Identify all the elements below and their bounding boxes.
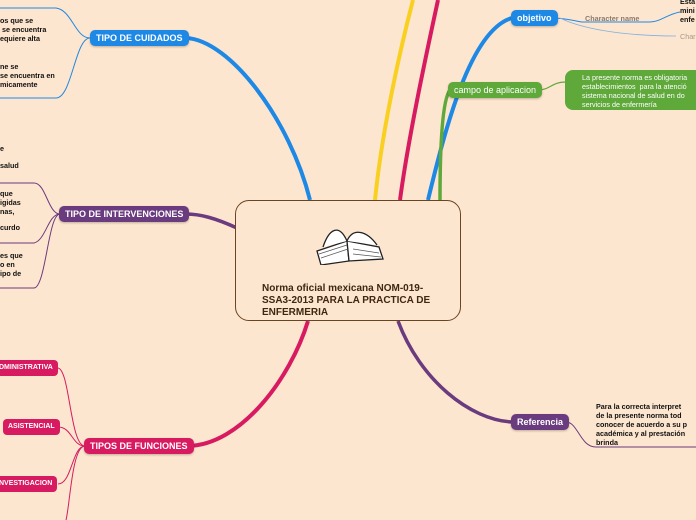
funcion-investigacion-node[interactable]: NVESTIGACION: [0, 476, 58, 492]
funciones-child-line-3: [57, 445, 86, 485]
intervenciones-note-4: curdo: [0, 223, 20, 232]
intervenciones-note-1: e: [0, 144, 4, 153]
campo-aplicacion-text: La presente norma es obligatoria estable…: [565, 70, 696, 110]
objetivo-child-line: [551, 11, 681, 23]
intervenciones-child-line-2: [0, 213, 61, 244]
magenta-top-branch-line: [398, 0, 440, 201]
central-topic[interactable]: Norma oficial mexicana NOM-019-SSA3-2013…: [235, 200, 461, 321]
referencia-text: Para la correcta interpret de la present…: [596, 402, 688, 447]
objetivo-character-name[interactable]: Character name: [585, 14, 640, 23]
intervenciones-note-2: salud: [0, 161, 19, 170]
objetivo-note: Esta mini enfe: [680, 0, 696, 24]
cuidados-note-2: ne se se encuentra en micamente: [0, 62, 55, 89]
cuidados-note-1: os que se se encuentra equiere alta: [0, 16, 47, 43]
open-book-icon: [316, 229, 384, 265]
objetivo-node[interactable]: objetivo: [511, 10, 558, 26]
referencia-child-line: [565, 421, 696, 448]
tipo-cuidados-node[interactable]: TIPO DE CUIDADOS: [90, 30, 189, 46]
central-topic-title: Norma oficial mexicana NOM-019-SSA3-2013…: [262, 283, 431, 318]
referencia-node[interactable]: Referencia: [511, 414, 570, 430]
intervenciones-note-3: que igidas nas,: [0, 189, 21, 216]
intervenciones-note-5: es que o en ipo de: [0, 251, 23, 278]
objetivo-character-name-2[interactable]: Char: [680, 32, 696, 41]
intervenciones-branch-line: [185, 212, 238, 230]
funcion-asistencial-node[interactable]: ASISTENCIAL: [3, 419, 60, 435]
funciones-child-line-2: [57, 426, 86, 447]
campo-branch-line: [438, 88, 452, 201]
yellow-branch-line: [373, 0, 415, 201]
funciones-child-line-4: [65, 445, 86, 520]
referencia-branch-line: [396, 320, 513, 424]
funcion-administrativa-node[interactable]: DMINISTRATIVA: [0, 360, 58, 376]
campo-aplicacion-node[interactable]: campo de aplicacion: [448, 82, 543, 98]
intervenciones-child-line-3: [0, 213, 61, 289]
intervenciones-child-line-1: [0, 182, 61, 215]
funciones-child-line-1: [57, 367, 86, 447]
tipo-intervenciones-node[interactable]: TIPO DE INTERVENCIONES: [59, 206, 190, 222]
cuidados-child-line-1: [0, 7, 91, 39]
cuidados-child-line-2: [0, 37, 91, 99]
objetivo-child-line-2: [559, 17, 677, 37]
funciones-branch-line: [187, 320, 310, 448]
tipos-funciones-node[interactable]: TIPOS DE FUNCIONES: [84, 438, 194, 454]
campo-child-line: [537, 81, 566, 91]
cuidados-branch-line: [185, 36, 312, 201]
